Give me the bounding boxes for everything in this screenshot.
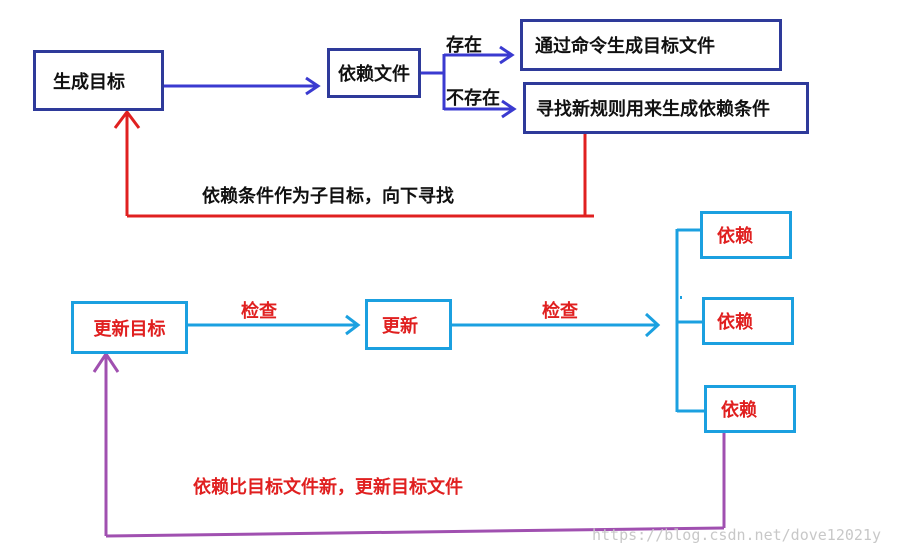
label-check-1: 检查 <box>241 301 277 322</box>
box-dependency-file-text: 依赖文件 <box>338 64 410 85</box>
purple-feedback-arrowhead <box>92 351 120 373</box>
box-not-exists-result: 寻找新规则用来生成依赖条件 <box>523 82 809 134</box>
label-check-2: 检查 <box>542 301 578 322</box>
watermark-text: https://blog.csdn.net/dove12021y <box>592 526 881 544</box>
box-dependency-1: 依赖 <box>700 211 792 259</box>
arrowhead-dependency <box>305 76 321 96</box>
box-generate-target: 生成目标 <box>33 50 164 111</box>
box-update-text: 更新 <box>382 315 418 337</box>
arrowhead-update <box>345 314 361 336</box>
box-dependency-2-text: 依赖 <box>717 312 753 333</box>
box-update: 更新 <box>365 299 452 350</box>
label-bottom-feedback: 依赖比目标文件新，更新目标文件 <box>193 477 463 498</box>
box-dependency-file: 依赖文件 <box>327 48 421 98</box>
box-not-exists-result-text: 寻找新规则用来生成依赖条件 <box>536 99 770 120</box>
label-not-exists: 不存在 <box>446 88 500 109</box>
bracket-dot <box>680 296 682 299</box>
box-dependency-3: 依赖 <box>704 385 796 433</box>
purple-feedback-horizontal <box>105 526 725 538</box>
red-feedback-arrowhead <box>113 109 141 129</box>
label-top-feedback: 依赖条件作为子目标，向下寻找 <box>202 186 454 207</box>
box-update-target: 更新目标 <box>71 301 188 354</box>
label-exists: 存在 <box>446 35 482 56</box>
box-exists-result-text: 通过命令生成目标文件 <box>535 36 715 57</box>
box-exists-result: 通过命令生成目标文件 <box>520 19 782 71</box>
arrowhead-exists <box>499 45 515 65</box>
arrowhead-dependencies <box>644 312 661 338</box>
box-dependency-1-text: 依赖 <box>717 226 753 247</box>
box-generate-target-text: 生成目标 <box>53 71 125 93</box>
box-dependency-2: 依赖 <box>702 297 794 345</box>
box-update-target-text: 更新目标 <box>93 318 166 340</box>
box-dependency-3-text: 依赖 <box>721 400 757 421</box>
arrowhead-not-exists <box>501 99 517 119</box>
